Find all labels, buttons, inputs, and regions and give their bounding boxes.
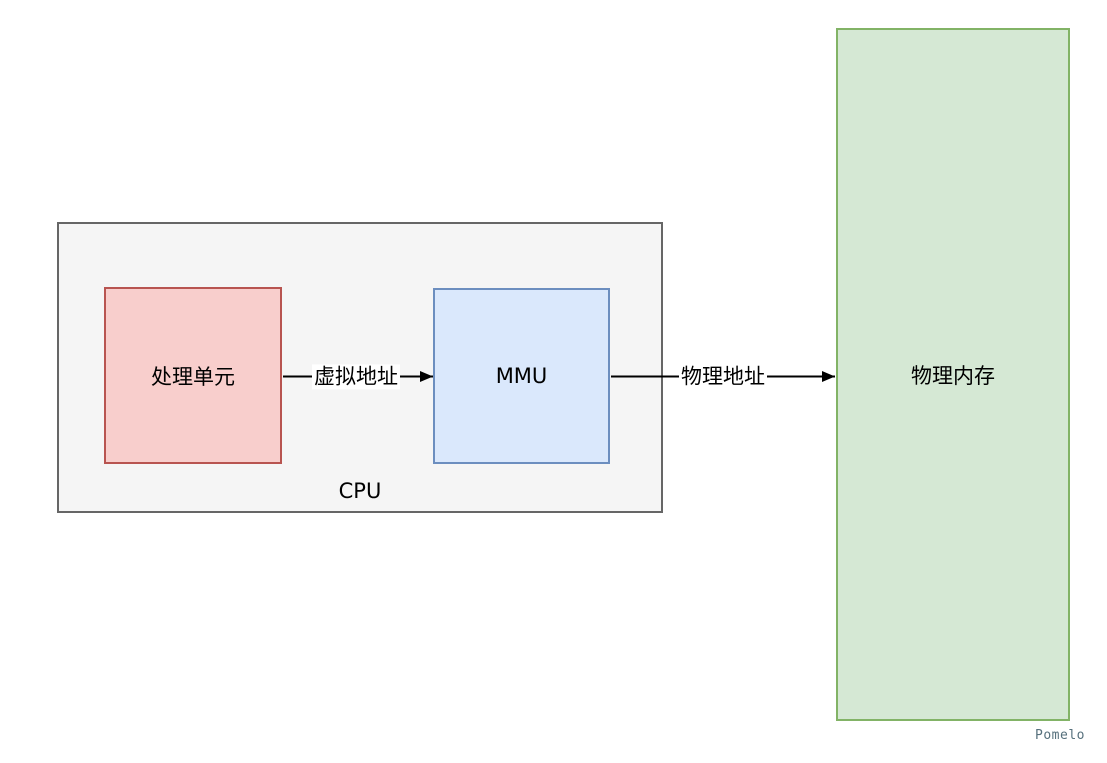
processing-unit-node: 处理单元 <box>104 287 282 464</box>
virtual-address-edge-label: 虚拟地址 <box>312 364 400 390</box>
cpu-group-label: CPU <box>338 479 382 503</box>
processing-unit-label: 处理单元 <box>151 364 235 389</box>
mmu-node: MMU <box>433 288 610 464</box>
physical-memory-node: 物理内存 <box>836 28 1070 721</box>
watermark-text: Pomelo <box>1035 728 1085 743</box>
physical-address-edge-label: 物理地址 <box>679 364 767 390</box>
mmu-label: MMU <box>495 364 548 388</box>
physical-memory-label: 物理内存 <box>911 363 995 388</box>
